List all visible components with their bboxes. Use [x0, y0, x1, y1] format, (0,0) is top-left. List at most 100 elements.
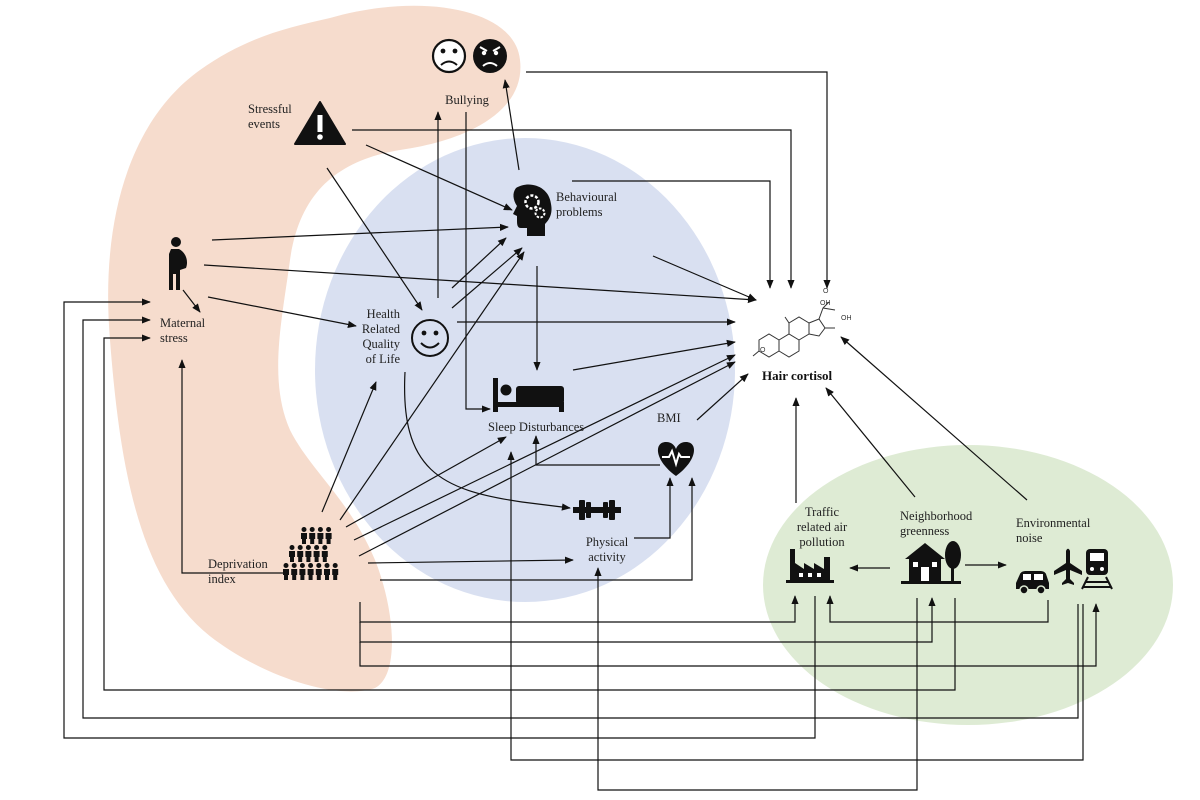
traffic-air-pollution-label-line: pollution	[799, 535, 845, 549]
maternal-stress-label-line: stress	[160, 331, 188, 345]
traffic-air-pollution-label-line: related air	[797, 520, 848, 534]
pregnant-woman-icon	[169, 237, 188, 290]
molecule-atom-label: OH	[841, 315, 852, 322]
person-glyph	[315, 563, 322, 580]
arrow-depriv-to-behav	[339, 251, 525, 521]
bullying-label: Bullying	[445, 93, 490, 107]
hrqol-label-line: Related	[362, 322, 401, 336]
sleep-disturbances-label-line: Sleep Disturbances	[488, 420, 584, 434]
arrow-pollution-loop-to-maternal	[63, 298, 816, 739]
person-glyph	[297, 545, 304, 562]
stressful-events-label-line: Stressful	[248, 102, 292, 116]
molecule-atom-label: O	[760, 347, 766, 354]
person-glyph	[301, 527, 307, 544]
physical-activity-label-line: activity	[588, 550, 626, 564]
bmi-label: BMI	[657, 411, 681, 425]
arrow-maternal-to-hrqol	[207, 296, 357, 328]
bullying-label-line: Bullying	[445, 93, 490, 107]
behavioural-problems-label-line: Behavioural	[556, 190, 618, 204]
physical-activity-label-line: Physical	[586, 535, 629, 549]
arrow-hrqol-curve-to-physical	[403, 371, 571, 511]
arrow-stress-events-to-cortisol	[352, 129, 795, 289]
arrow-behav-to-cortisol	[572, 180, 774, 289]
car-icon	[1016, 571, 1049, 595]
person-glyph	[289, 545, 295, 562]
traffic-air-pollution-label-line: Traffic	[805, 505, 839, 519]
arrow-angry-to-cortisol	[526, 71, 831, 289]
arrow-bmi-to-cortisol	[696, 373, 749, 421]
person-glyph	[317, 527, 324, 544]
people-group-icon	[283, 527, 339, 580]
person-glyph	[283, 563, 289, 580]
house-tree-icon	[901, 541, 961, 584]
arrow-noise-to-cortisol	[840, 336, 1028, 501]
arrow-pregnant-to-cortisol	[203, 264, 757, 304]
arrow-depriv-to-pollution	[359, 595, 799, 623]
arrow-behav-to-bullying	[502, 79, 520, 171]
arrow-smiley-to-behav	[451, 237, 507, 289]
person-glyph	[307, 563, 314, 580]
arrow-stress-events-to-hrqol	[326, 167, 423, 311]
arrow-depriv-to-cortisol-a	[353, 354, 736, 541]
heart-pulse-icon	[657, 442, 695, 476]
arrow-bullying-to-sleep	[465, 112, 491, 413]
dumbbell-icon	[573, 500, 621, 520]
hair-cortisol-label-line: Hair cortisol	[762, 368, 833, 383]
airplane-icon	[1054, 548, 1082, 585]
arrow-depriv-to-hrqol	[321, 381, 377, 513]
hrqol-label-line: Health	[367, 307, 401, 321]
sad-face-icon	[431, 38, 467, 74]
arrow-noise-loop-to-sleep	[507, 451, 1084, 761]
arrow-depriv-to-greenness	[359, 597, 936, 643]
hrqol-label-line: of Life	[366, 352, 401, 366]
hrqol-label-line: Quality	[363, 337, 401, 351]
arrow-pregnant-to-maternal	[182, 289, 201, 313]
person-glyph	[332, 563, 339, 580]
behavioural-problems-label-line: problems	[556, 205, 603, 219]
arrow-greenness-to-cortisol	[825, 387, 916, 498]
arrow-depriv-to-noise	[359, 603, 1100, 667]
arrow-depriv-up-to-maternal	[178, 359, 283, 574]
arrow-sleep-to-cortisol	[572, 339, 736, 371]
molecule-atom-label: OH	[820, 300, 831, 307]
head-gears-icon	[513, 184, 552, 236]
arrow-greenness-loop-to-maternal	[103, 334, 956, 691]
steroid-molecule-icon	[752, 301, 836, 358]
neighborhood-greenness-label-line: greenness	[900, 524, 949, 538]
smiley-face-icon	[411, 319, 449, 357]
stressful-events-label-line: events	[248, 117, 280, 131]
arrow-pregnant-to-behav	[211, 223, 509, 241]
arrow-depriv-to-bmi	[380, 477, 696, 581]
arrow-greenness-loop-to-physical	[594, 567, 918, 791]
warning-triangle-icon	[294, 101, 346, 145]
train-icon	[1081, 549, 1113, 590]
arrow-behav-area-to-cortisol	[652, 255, 757, 301]
person-glyph	[313, 545, 320, 562]
environment-region	[763, 445, 1173, 725]
maternal-stress-label-line: Maternal	[160, 316, 206, 330]
molecule-atom-label: O	[823, 288, 829, 295]
arrow-noise-loop-to-maternal	[82, 316, 1079, 719]
person-glyph	[325, 527, 332, 544]
bmi-label-line: BMI	[657, 411, 681, 425]
causal-arrows	[63, 71, 1100, 791]
arrow-noise-to-pollution	[826, 595, 1049, 623]
arrow-physical-to-bmi	[634, 477, 674, 539]
person-glyph	[291, 563, 298, 580]
person-glyph	[305, 545, 312, 562]
arrow-depriv-to-cortisol-b	[358, 361, 736, 557]
hair-cortisol-label: Hair cortisol	[762, 368, 833, 383]
arrow-depriv-to-sleep	[345, 436, 507, 528]
sleep-disturbances-label: Sleep Disturbances	[488, 420, 584, 434]
bed-icon	[493, 378, 564, 412]
